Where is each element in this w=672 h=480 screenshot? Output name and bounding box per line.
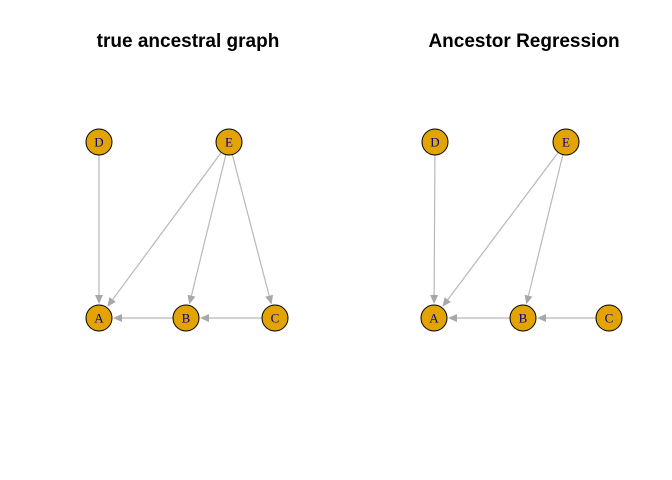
node-E bbox=[215, 128, 243, 156]
node-D bbox=[85, 128, 113, 156]
node-C bbox=[595, 304, 623, 332]
node-D bbox=[421, 128, 449, 156]
node-E bbox=[552, 128, 580, 156]
panel-title-left: true ancestral graph bbox=[96, 31, 280, 52]
arrowhead-C-B bbox=[537, 314, 546, 322]
arrowhead-E-C bbox=[265, 294, 274, 305]
node-label-A: A bbox=[429, 311, 439, 326]
node-label-B: B bbox=[519, 311, 528, 326]
edge-E-A bbox=[112, 141, 230, 300]
node-label-C: C bbox=[271, 311, 280, 326]
panel-title-right: Ancestor Regression bbox=[428, 31, 620, 52]
arrowhead-B-A bbox=[448, 314, 457, 322]
arrowhead-B-A bbox=[113, 314, 122, 322]
node-A bbox=[85, 304, 113, 332]
edge-D-A bbox=[433, 141, 436, 296]
node-label-D: D bbox=[94, 135, 103, 150]
node-label-D: D bbox=[430, 135, 439, 150]
node-label-B: B bbox=[182, 311, 191, 326]
graph-panel-right: D E A B C bbox=[420, 128, 623, 332]
node-label-E: E bbox=[225, 135, 233, 150]
arrowhead-E-A bbox=[107, 297, 116, 307]
arrowhead-C-B bbox=[200, 314, 209, 322]
edge-E-A bbox=[447, 141, 567, 300]
graph-panel-left: D E A B C bbox=[85, 128, 289, 332]
node-label-C: C bbox=[605, 311, 614, 326]
arrowhead-E-B bbox=[524, 294, 533, 305]
arrowhead-E-A bbox=[442, 297, 451, 307]
arrowhead-E-B bbox=[187, 294, 196, 305]
arrowhead-D-A bbox=[95, 295, 103, 304]
edge-E-C bbox=[228, 141, 270, 296]
node-label-A: A bbox=[94, 311, 104, 326]
node-A bbox=[420, 304, 448, 332]
node-label-E: E bbox=[562, 135, 570, 150]
node-B bbox=[509, 304, 537, 332]
node-C bbox=[261, 304, 289, 332]
node-B bbox=[172, 304, 200, 332]
arrowhead-D-A bbox=[430, 294, 439, 305]
edge-E-B bbox=[190, 141, 230, 296]
edge-E-B bbox=[527, 141, 567, 296]
